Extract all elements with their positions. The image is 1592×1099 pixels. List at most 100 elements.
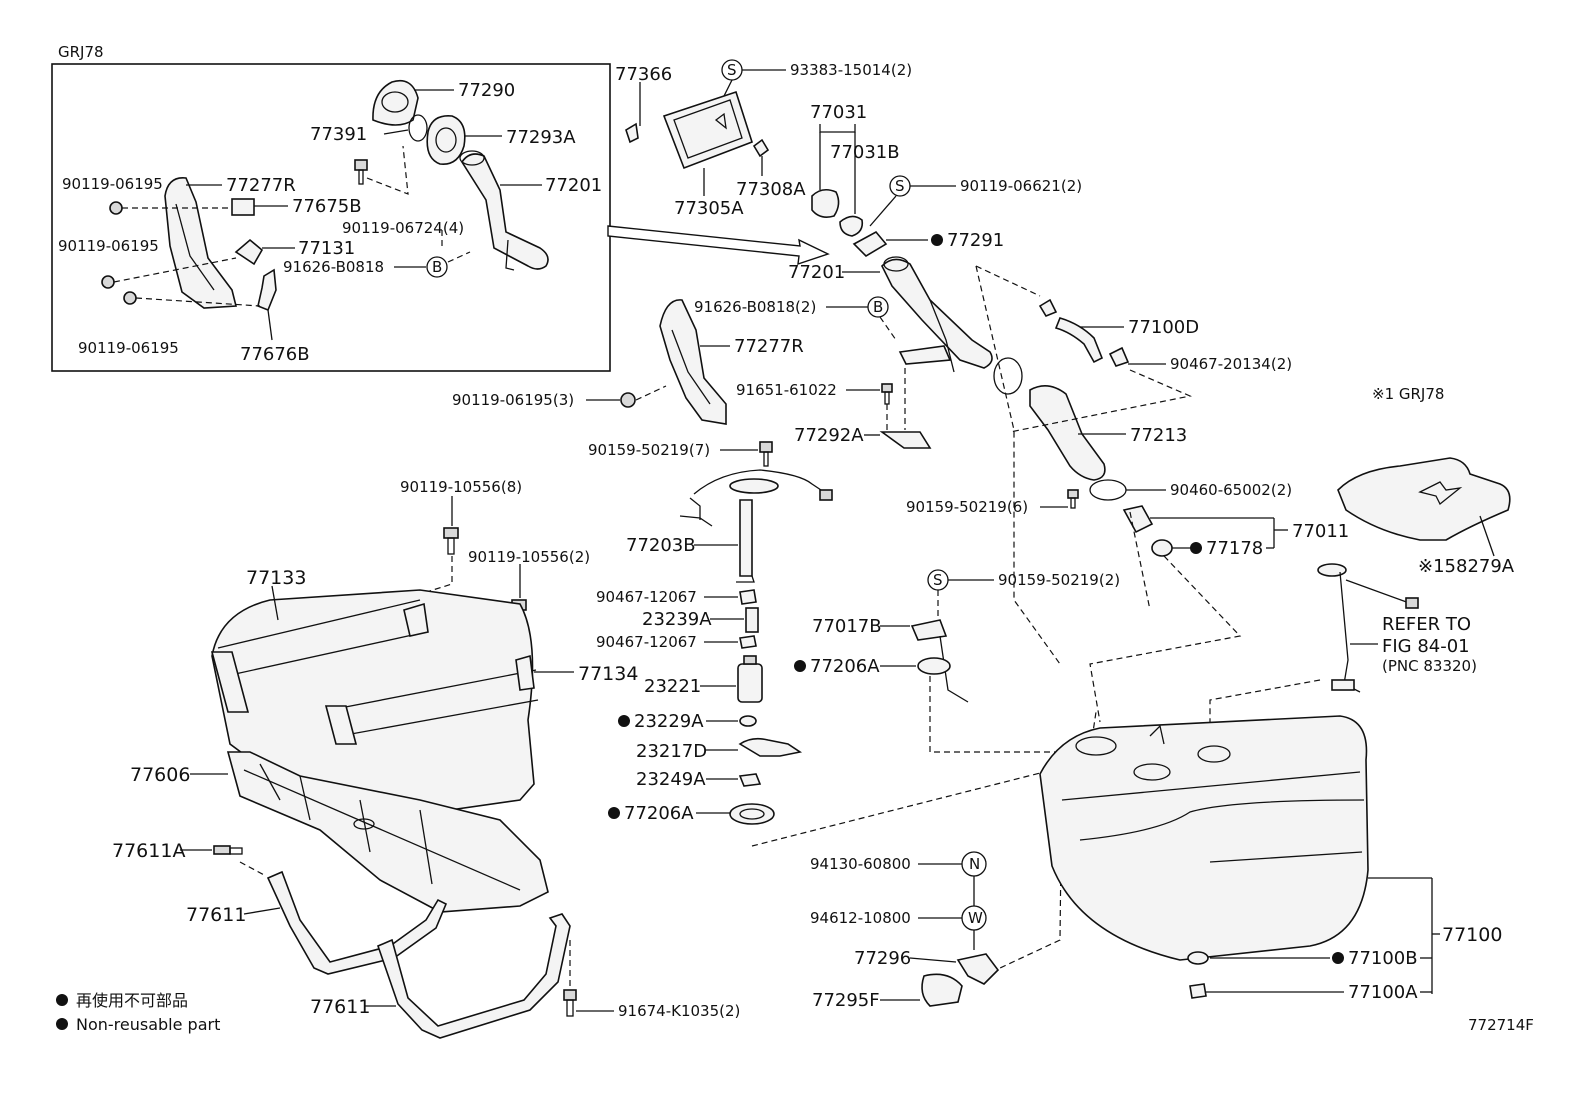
filter-23217D [738,737,803,757]
hose-77213 [1029,385,1106,481]
label-12067-a: 90467-12067 [596,588,697,606]
label-b0818-2: 91626-B0818(2) [694,298,816,316]
label-77611A: 77611A [112,840,185,862]
label-77203B: 77203B [626,535,696,556]
callout-b-inset [426,256,448,278]
label-10556-2: 90119-10556(2) [468,548,590,566]
clip-23249A [738,773,762,787]
sender-77017B [910,619,969,703]
bolt-06195-a [109,201,123,215]
label-23229A: 23229A [634,711,704,732]
bolt-77611A [213,845,243,855]
label-77011: 77011 [1292,521,1349,542]
bracket-77131 [234,238,264,266]
label-12067-b: 90467-12067 [596,633,697,651]
label-23217D: 23217D [636,741,707,762]
label-06195-3: 90119-06195(3) [452,391,574,409]
legend-dot-jp [56,994,68,1006]
label-77606: 77606 [130,764,190,786]
bolt-06195-3 [620,392,636,408]
clip-77366 [625,122,639,144]
gasket-77305A [662,90,753,170]
inset-title: GRJ78 [58,43,104,61]
label-77676B: 77676B [240,344,310,365]
gasket-77206A-a [917,657,951,675]
label-23239A: 23239A [642,609,712,630]
clip-77675B [231,198,255,216]
bolt-k1035 [563,989,577,1017]
clip-12067-b [739,635,757,649]
label-77366: 77366 [615,64,672,85]
bolt-06195-b [101,275,115,289]
svg-text:B: B [873,298,883,316]
strap-77611-lower [377,913,571,1039]
label-65002: 90460-65002(2) [1170,481,1292,499]
fuel-sender-gauge [1317,563,1419,693]
bolt-06724 [354,159,368,185]
label-06724: 90119-06724(4) [342,219,464,237]
label-06621: 90119-06621(2) [960,177,1082,195]
label-77206A-b: 77206A [624,803,694,824]
bracket-77292A [879,431,932,449]
gasket-77178 [1151,539,1173,557]
legend-jp: 再使用不可部品 [76,991,188,1010]
svg-text:S: S [933,571,943,589]
label-77100: 77100 [1442,924,1502,946]
refer-line2: FIG 84-01 [1382,636,1470,657]
washer-77100B [1187,951,1209,965]
grommet-77031 [811,188,840,218]
hose-77100D [1038,298,1130,367]
protector-77606 [226,751,549,913]
label-b0818-inset: 91626-B0818 [283,258,384,276]
direction-arrow [607,225,830,266]
strap-77611-upper [266,870,448,975]
bolt-50219-6 [1067,489,1079,509]
label-61022: 91651-61022 [736,381,837,399]
label-10800: 94612-10800 [810,909,911,927]
label-77675B: 77675B [292,196,362,217]
label-77611-b: 77611 [310,996,370,1018]
bolt-61022 [881,383,893,405]
bolt-06195-c [123,291,137,305]
label-77201-inset: 77201 [545,175,602,196]
plug-77100A [1189,983,1207,999]
bolt-10556-8 [443,527,459,555]
label-77391: 77391 [310,124,367,145]
bolt-50219-7 [759,441,773,467]
label-77201: 77201 [788,262,845,283]
label-23249A: 23249A [636,769,706,790]
label-k1035: 91674-K1035(2) [618,1002,740,1020]
legend-dot-en [56,1018,68,1030]
label-77277R: 77277R [734,336,804,357]
svg-text:B: B [432,258,442,276]
label-77292A: 77292A [794,425,864,446]
label-77031B: 77031B [830,142,900,163]
ring-23229A [739,715,757,727]
svg-text:S: S [727,61,737,79]
svg-text:W: W [968,909,983,927]
gasket-77206A-b [729,803,775,825]
figure-id: 772714F [1468,1016,1534,1034]
refer-line3: (PNC 83320) [1382,657,1477,675]
svg-text:N: N [969,855,980,873]
legend: 再使用不可部品 Non-reusable part [56,991,220,1034]
label-77291: 77291 [947,230,1004,251]
hose-23239A [745,607,759,633]
label-77131: 77131 [298,238,355,259]
filler-pipe-77201 [881,256,993,373]
svg-text:S: S [895,177,905,195]
protector-158279A [1337,457,1511,541]
clamp-65002 [1089,479,1127,501]
grommet-77031B [839,215,864,237]
bracket-77676B [257,268,277,312]
label-77206A-a: 77206A [810,656,880,677]
gasket-77291 [852,230,888,258]
label-77611-a: 77611 [186,904,246,926]
gasket-77391 [408,114,428,142]
label-60800: 94130-60800 [810,855,911,873]
label-77017B: 77017B [812,616,882,637]
label-77295F: 77295F [812,990,880,1011]
label-77277R-inset: 77277R [226,175,296,196]
inset-panel: GRJ78 77290 77391 77293A 77201 [51,43,611,372]
label-15014: 93383-15014(2) [790,61,912,79]
